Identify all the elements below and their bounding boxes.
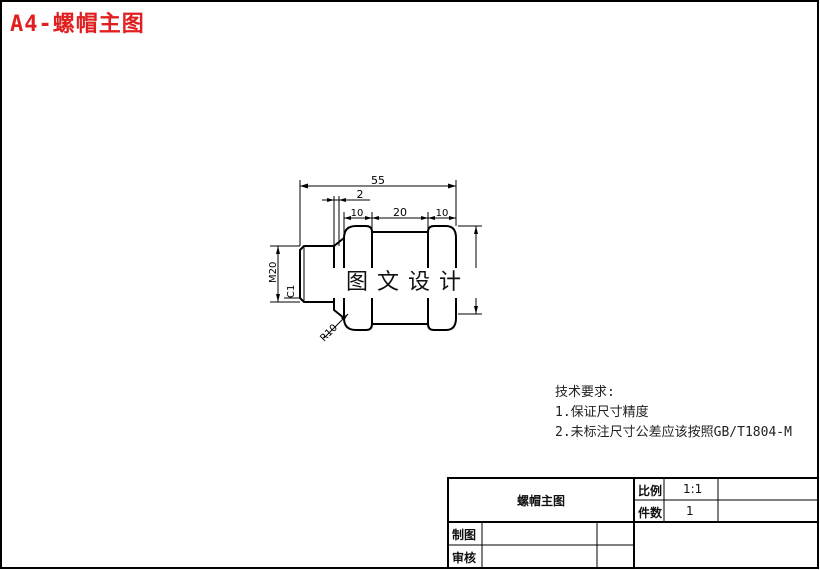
title-block-qty-label: 件数 — [638, 506, 663, 520]
title-block-scale-label: 比例 — [638, 484, 663, 498]
notes-item-1: 1.保证尺寸精度 — [555, 405, 649, 420]
title-block-drawn-label: 制图 — [452, 528, 477, 542]
dim-chamfer-2: 2 — [357, 188, 364, 201]
notes-item-2: 2.未标注尺寸公差应该按照GB/T1804-M — [555, 425, 792, 440]
part-outline — [299, 225, 457, 331]
page-title: A4-螺帽主图 — [10, 12, 145, 37]
title-block-part-name: 螺帽主图 — [516, 494, 565, 508]
dim-chamfer-c1: C1 — [286, 285, 297, 298]
dim-left-10: 10 — [351, 208, 364, 219]
technical-notes: 技术要求: 1.保证尺寸精度 2.未标注尺寸公差应该按照GB/T1804-M — [555, 383, 792, 443]
dimension-lines — [270, 180, 482, 339]
dim-overall-55: 55 — [371, 174, 385, 187]
title-block-scale-value: 1:1 — [683, 482, 703, 496]
title-block-grid — [447, 477, 819, 569]
notes-heading: 技术要求: — [555, 385, 615, 400]
dim-thread-m20: M20 — [268, 262, 279, 283]
watermark-text: 图文设计 — [333, 268, 483, 298]
title-block-qty-value: 1 — [686, 504, 694, 518]
dim-right-10: 10 — [436, 208, 449, 219]
dimension-texts: 55 2 10 20 10 M20 C1 R10 — [268, 174, 448, 344]
title-block-checked-label: 审核 — [452, 551, 477, 565]
dim-mid-20: 20 — [393, 206, 407, 219]
